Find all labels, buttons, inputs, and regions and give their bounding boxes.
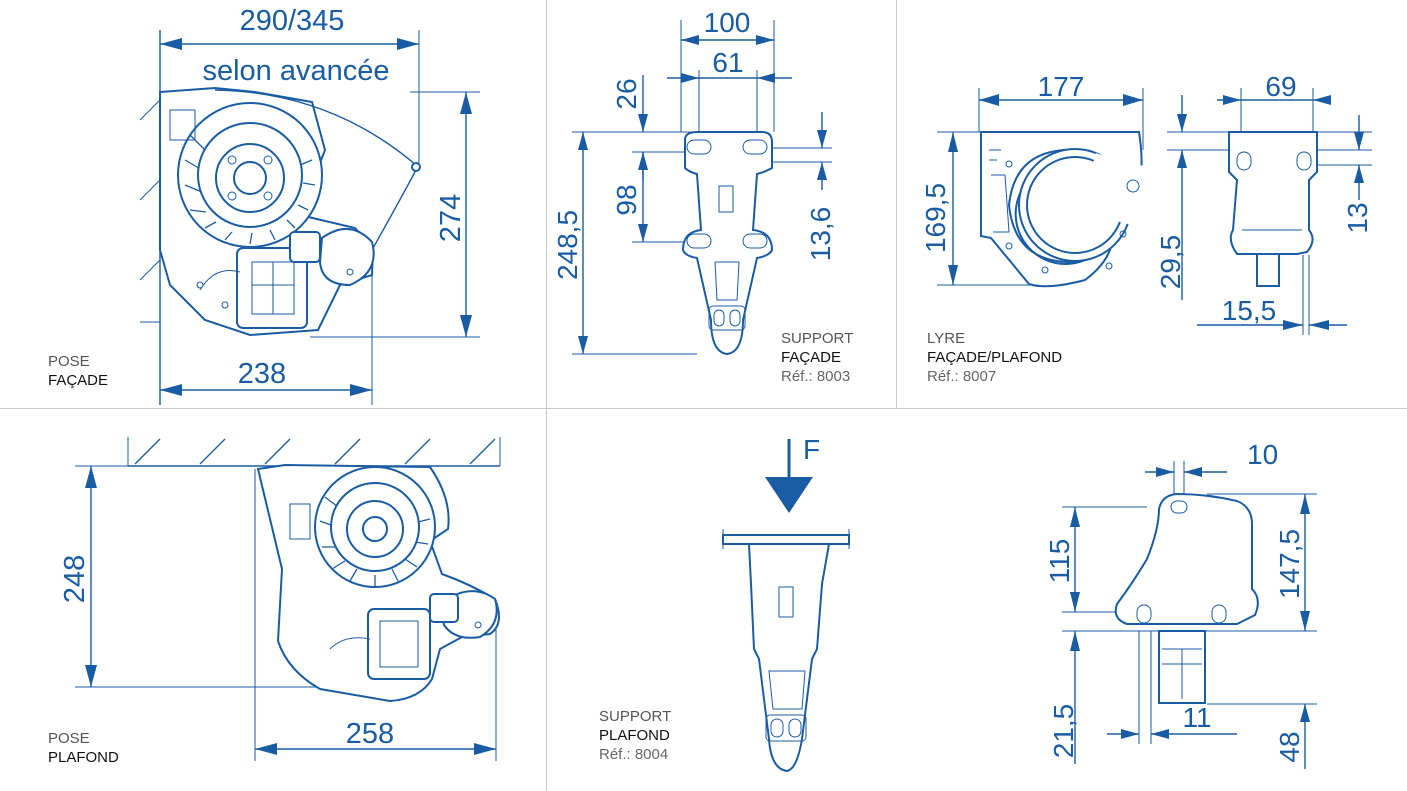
lyre-side-part	[1228, 131, 1318, 287]
pose-plafond-drawing: 248 258	[59, 437, 501, 761]
lyre-drawing: 177 169,5	[920, 71, 1373, 335]
caption-support-plafond: SUPPORT PLAFOND Réf.: 8004	[599, 707, 671, 764]
caption-line1: POSE	[48, 730, 90, 747]
dim-h-upper: 115	[1044, 539, 1075, 584]
divider-vertical-1	[546, 0, 547, 791]
dim-h-total: 147,5	[1274, 529, 1305, 599]
caption-line2: FAÇADE	[48, 372, 109, 389]
dim-height: 248	[59, 555, 91, 603]
caption-line2: FAÇADE/PLAFOND	[927, 349, 1063, 366]
dim-side-bottom: 15,5	[1222, 295, 1277, 326]
support-plafond-part	[722, 529, 850, 773]
dim-width-bottom: 238	[238, 358, 286, 390]
panel-pose-plafond: 248 258	[0, 409, 546, 791]
dim-height: 169,5	[920, 183, 951, 253]
dim-w-outer: 100	[704, 7, 751, 38]
dim-width-note: selon avancée	[202, 55, 389, 87]
awning-ceiling-mechanism-drawing	[256, 463, 500, 703]
lyre-front-part	[980, 131, 1154, 288]
plafond-detail-part	[1114, 492, 1259, 704]
support-plafond-drawing: F 10 115	[722, 434, 1317, 773]
caption-line1: LYRE	[927, 330, 966, 347]
dim-slot: 13,6	[805, 207, 836, 262]
dim-base-height: 48	[1274, 731, 1305, 762]
caption-support-facade: SUPPORT FAÇADE Réf.: 8003	[781, 329, 853, 386]
support-facade-part	[681, 131, 774, 356]
caption-line3: Réf.: 8003	[781, 368, 851, 385]
dim-side-offset: 29,5	[1155, 235, 1186, 290]
dim-width: 258	[346, 718, 394, 750]
dim-width-top: 290/345	[240, 5, 345, 37]
dim-height: 248,5	[552, 210, 583, 280]
panel-support-plafond: F 10 115	[547, 409, 1407, 791]
caption-line1: SUPPORT	[781, 330, 854, 347]
panel-support-facade: 100 61 26 98 248,5	[547, 0, 896, 408]
caption-line2: PLAFOND	[599, 727, 670, 744]
awning-mechanism-drawing	[159, 86, 421, 337]
caption-line3: Réf.: 8004	[599, 746, 669, 763]
pose-facade-drawing: 290/345 selon avancée 274 238	[139, 5, 480, 405]
dim-width: 177	[1038, 71, 1085, 102]
dim-top-offset: 26	[611, 78, 642, 109]
dim-slot-width: 10	[1247, 439, 1278, 470]
dim-hole-spacing: 98	[611, 184, 642, 215]
force-label: F	[803, 434, 820, 465]
support-facade-drawing: 100 61 26 98 248,5	[552, 7, 836, 356]
dim-w-inner: 61	[712, 47, 743, 78]
dim-height: 274	[435, 194, 467, 242]
dim-h-lower: 21,5	[1048, 704, 1079, 759]
divider-horizontal	[0, 408, 1407, 409]
caption-line3: Réf.: 8007	[927, 368, 997, 385]
caption-pose-facade: POSE FAÇADE	[48, 352, 108, 390]
dim-base-width: 11	[1182, 702, 1211, 733]
caption-line1: SUPPORT	[599, 708, 672, 725]
dim-side-slot: 13	[1342, 202, 1373, 233]
dim-side-width: 69	[1265, 71, 1296, 102]
panel-pose-facade: 290/345 selon avancée 274 238	[0, 0, 546, 408]
caption-pose-plafond: POSE PLAFOND	[48, 729, 119, 767]
caption-line2: FAÇADE	[781, 349, 842, 366]
caption-lyre: LYRE FAÇADE/PLAFOND Réf.: 8007	[927, 329, 1062, 386]
caption-line1: POSE	[48, 353, 90, 370]
panel-lyre: 177 169,5	[897, 0, 1407, 408]
caption-line2: PLAFOND	[48, 749, 119, 766]
divider-vertical-2	[896, 0, 897, 408]
